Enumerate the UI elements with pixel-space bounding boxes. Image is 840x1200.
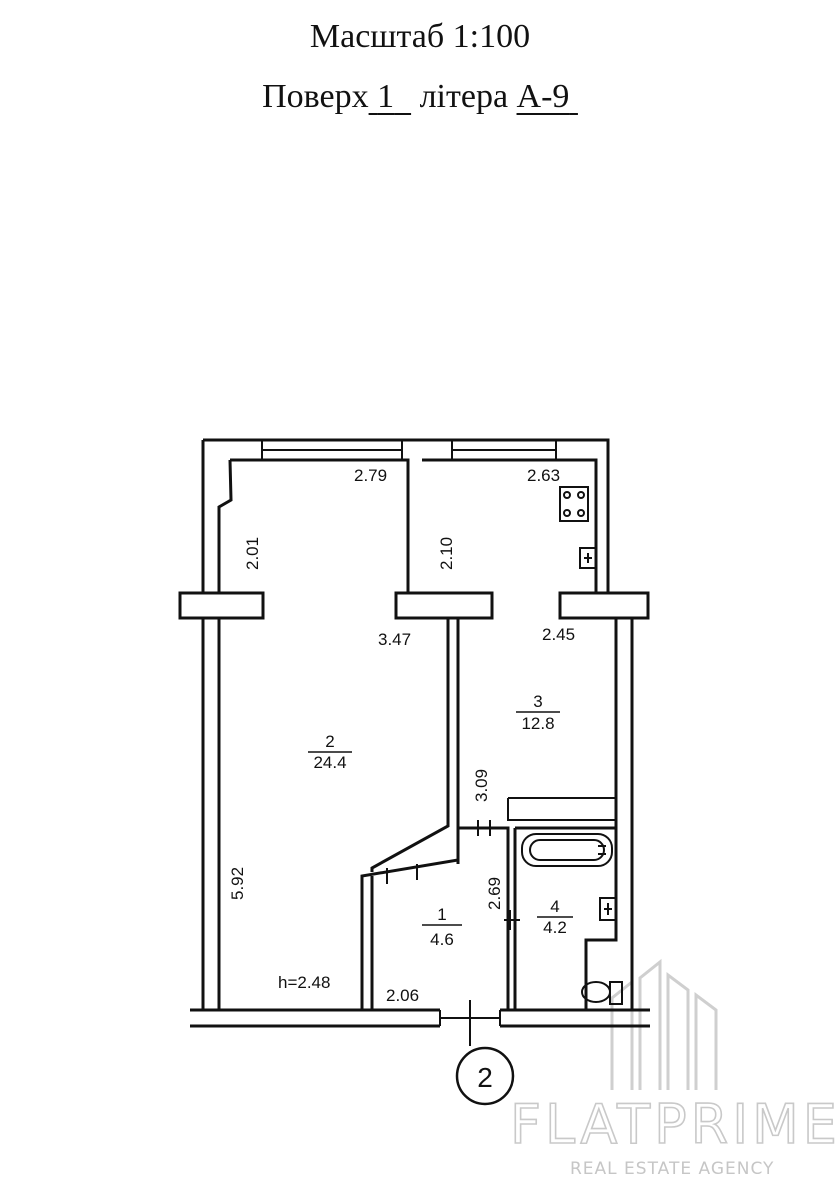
entrance-marker: 2 xyxy=(455,1026,515,1106)
room-1-number: 1 xyxy=(437,905,446,924)
scale-label: Масштаб 1:100 xyxy=(309,18,531,55)
floor-title: Поверх 1 літера А-9 xyxy=(0,78,840,116)
letter-value: А-9 xyxy=(516,78,570,115)
scale-title: Масштаб 1:100 xyxy=(0,18,840,56)
stove-icon xyxy=(559,486,589,522)
door-ticks xyxy=(386,820,520,930)
dim-top-left-width: 2.79 xyxy=(354,466,387,485)
watermark: FLATPRIME REAL ESTATE AGENCY xyxy=(509,958,840,1179)
dim-corridor-height: 3.09 xyxy=(472,769,491,802)
dim-room3-width: 2.45 xyxy=(542,625,575,644)
watermark-brand: FLATPRIME xyxy=(510,1093,840,1156)
watermark-building-icon xyxy=(610,958,718,1090)
room-2-area: 24.4 xyxy=(313,753,346,772)
dim-hall-height: 2.69 xyxy=(485,877,504,910)
room-3-area: 12.8 xyxy=(521,714,554,733)
dim-middle-upper-height: 2.10 xyxy=(437,537,456,570)
dim-left-height: 5.92 xyxy=(228,867,247,900)
room-3-number: 3 xyxy=(533,692,542,711)
room-4-area: 4.2 xyxy=(543,918,567,937)
dim-room2-width: 3.47 xyxy=(378,630,411,649)
floor-prefix: Поверх xyxy=(262,78,369,115)
walls xyxy=(178,438,650,1036)
floor-value: 1 xyxy=(377,78,395,115)
room-2-label: 2 24.4 xyxy=(308,732,352,772)
socket-icon xyxy=(579,547,597,569)
room-3-label: 3 12.8 xyxy=(516,692,560,733)
toilet-icon xyxy=(581,981,623,1005)
watermark-tagline: REAL ESTATE AGENCY xyxy=(570,1159,774,1179)
entrance-number: 2 xyxy=(477,1062,493,1093)
room-4-label: 4 4.2 xyxy=(537,897,573,937)
letter-prefix: літера xyxy=(419,78,509,115)
dim-left-upper-height: 2.01 xyxy=(243,537,262,570)
room-4-number: 4 xyxy=(550,897,559,916)
room-2-number: 2 xyxy=(325,732,334,751)
dim-hall-width: 2.06 xyxy=(386,986,419,1005)
sink-socket-icon xyxy=(599,897,617,921)
ceiling-height: h=2.48 xyxy=(278,973,330,992)
bathtub-icon xyxy=(521,833,613,867)
room-1-label: 1 4.6 xyxy=(422,905,462,949)
dim-top-right-width: 2.63 xyxy=(527,466,560,485)
room-1-area: 4.6 xyxy=(430,930,454,949)
